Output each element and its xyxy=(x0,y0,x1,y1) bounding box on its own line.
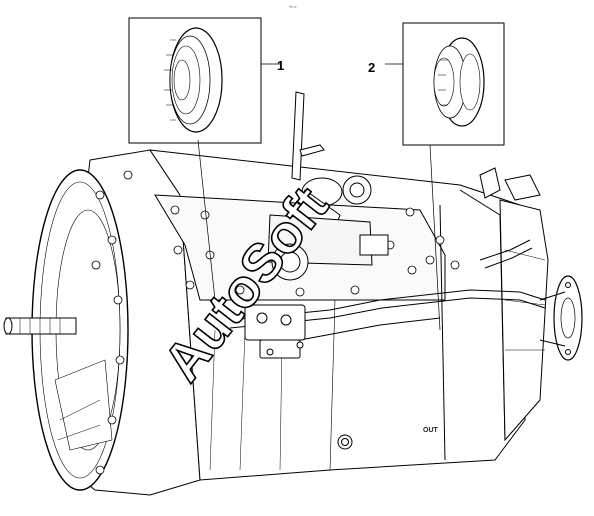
drain-plug xyxy=(337,434,353,450)
callout-1-label: 1 xyxy=(277,58,284,73)
rim-bolts xyxy=(91,170,133,475)
input-shaft xyxy=(3,317,77,335)
output-flange xyxy=(539,275,583,361)
rear-housing xyxy=(479,167,549,442)
callout-1: 1 xyxy=(128,17,284,301)
header-mark: % •• xyxy=(289,4,297,9)
shift-lever-assembly xyxy=(267,91,389,281)
callout-2: 2 xyxy=(368,22,505,331)
piping xyxy=(229,239,546,341)
valve-block xyxy=(244,304,306,359)
synchronizer-part xyxy=(433,37,485,127)
callout-1-pointer xyxy=(197,139,216,301)
callout-2-pointer xyxy=(429,144,441,331)
clutch-pack-part xyxy=(164,27,223,133)
callout-2-label: 2 xyxy=(368,60,375,75)
cover-bolts xyxy=(170,205,460,297)
outlet-marking: OUT xyxy=(423,427,439,434)
